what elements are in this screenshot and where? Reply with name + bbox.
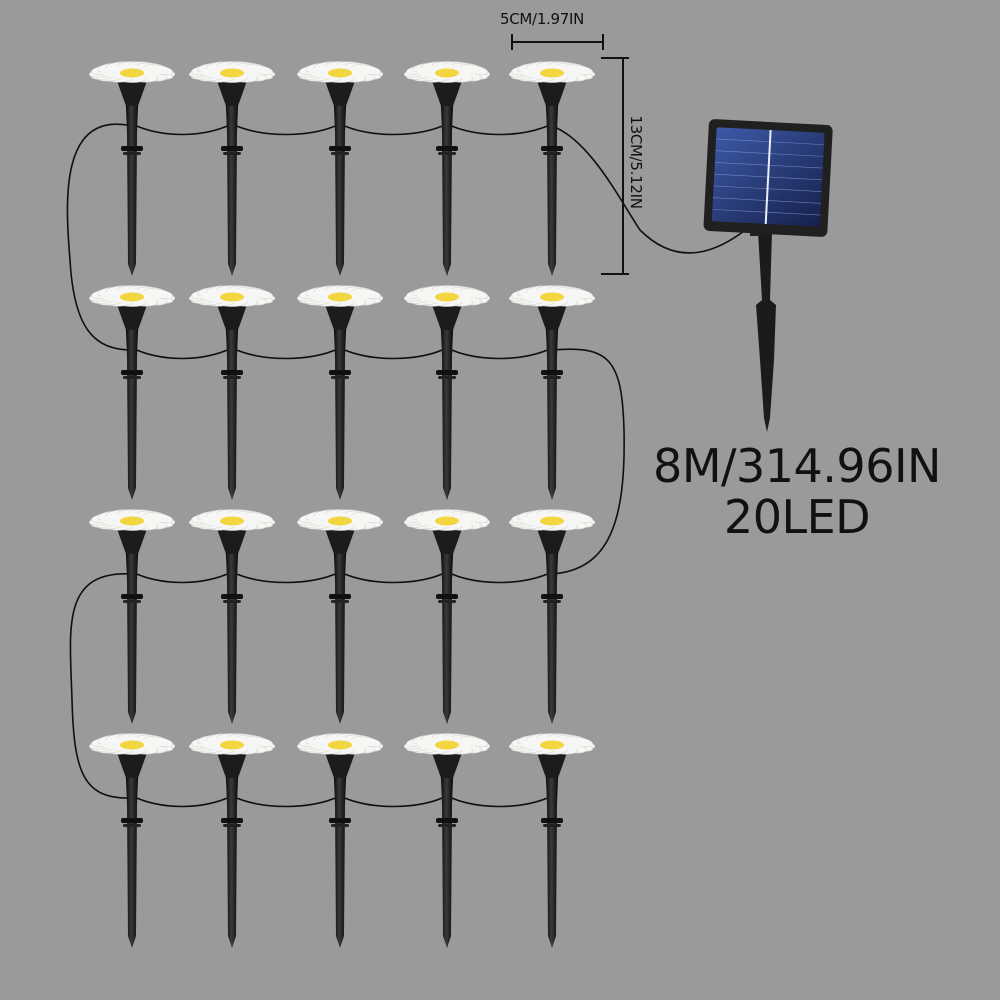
daisy-petals xyxy=(403,509,491,531)
daisy-petals xyxy=(88,61,176,83)
connecting-wire xyxy=(66,123,749,808)
wire-segment xyxy=(551,125,749,254)
daisy-stake-light-icon xyxy=(296,509,384,724)
wire-segment xyxy=(231,571,341,584)
wire-segment xyxy=(231,347,341,360)
solar-panel-icon xyxy=(703,119,833,237)
wire-segment xyxy=(131,571,233,584)
daisy-petals xyxy=(403,733,491,755)
daisy-petals xyxy=(188,61,276,83)
dimension-markers xyxy=(511,34,629,275)
daisy-stake-light-icon xyxy=(508,733,596,948)
daisy-petals xyxy=(296,733,384,755)
daisy-stake-light-icon xyxy=(403,733,491,948)
daisy-center xyxy=(435,68,459,78)
wire-segment xyxy=(131,123,233,136)
daisy-stake-light-icon xyxy=(296,285,384,500)
wire-segment xyxy=(339,795,448,808)
daisy-center xyxy=(220,292,244,302)
wire-segment xyxy=(131,347,233,360)
daisy-stake-light-icon xyxy=(88,509,176,724)
daisy-petals xyxy=(88,509,176,531)
width-dimension-label: 5CM/1.97IN xyxy=(500,10,585,28)
daisy-petals xyxy=(188,733,276,755)
wire-segment xyxy=(446,347,553,360)
wire-segment xyxy=(446,571,553,584)
daisy-petals xyxy=(88,285,176,307)
daisy-stake-light-icon xyxy=(188,285,276,500)
daisy-center xyxy=(540,292,564,302)
daisy-center xyxy=(220,740,244,750)
daisy-center xyxy=(328,68,352,78)
solar-stake xyxy=(756,232,776,432)
daisy-center xyxy=(220,68,244,78)
daisy-petals xyxy=(508,285,596,307)
height-dimension-label: 13CM/5.12IN xyxy=(627,115,645,209)
daisy-center xyxy=(540,740,564,750)
daisy-stake-light-icon xyxy=(88,285,176,500)
wire-segment xyxy=(231,123,341,136)
daisy-center xyxy=(120,68,144,78)
daisy-center xyxy=(435,516,459,526)
wire-segment xyxy=(231,795,341,808)
wire-segment xyxy=(446,795,553,808)
daisy-petals xyxy=(508,509,596,531)
daisy-petals xyxy=(508,733,596,755)
daisy-center xyxy=(435,292,459,302)
daisy-petals xyxy=(296,509,384,531)
wire-segment xyxy=(446,123,553,136)
daisy-petals xyxy=(188,285,276,307)
daisy-stake-light-icon xyxy=(508,285,596,500)
daisy-stake-light-icon xyxy=(188,61,276,276)
daisy-center xyxy=(328,516,352,526)
daisy-petals xyxy=(88,733,176,755)
daisy-center xyxy=(540,516,564,526)
wire-segment xyxy=(339,347,448,360)
daisy-stake-light-icon xyxy=(188,733,276,948)
daisy-stake-light-icon xyxy=(508,509,596,724)
daisy-stake-light-icon xyxy=(88,61,176,276)
wire-segment xyxy=(339,123,448,136)
daisy-petals xyxy=(188,509,276,531)
daisy-center xyxy=(540,68,564,78)
flower-grid xyxy=(88,61,596,948)
wire-segment xyxy=(69,573,133,799)
daisy-center xyxy=(220,516,244,526)
daisy-stake-light-icon xyxy=(403,61,491,276)
daisy-stake-light-icon xyxy=(296,61,384,276)
daisy-center xyxy=(120,516,144,526)
daisy-stake-light-icon xyxy=(403,509,491,724)
daisy-center xyxy=(328,740,352,750)
daisy-petals xyxy=(403,285,491,307)
daisy-petals xyxy=(296,285,384,307)
wire-segment xyxy=(131,795,233,808)
daisy-stake-light-icon xyxy=(403,285,491,500)
daisy-petals xyxy=(296,61,384,83)
wire-segment xyxy=(551,348,625,575)
led-count-label: 20LED xyxy=(723,490,871,544)
daisy-stake-light-icon xyxy=(188,509,276,724)
daisy-center xyxy=(120,292,144,302)
wire-segment xyxy=(339,571,448,584)
solar-panel xyxy=(703,119,833,432)
daisy-stake-light-icon xyxy=(296,733,384,948)
daisy-center xyxy=(120,740,144,750)
daisy-center xyxy=(328,292,352,302)
daisy-stake-light-icon xyxy=(508,61,596,276)
daisy-stake-light-icon xyxy=(88,733,176,948)
wire-segment xyxy=(66,123,133,351)
daisy-petals xyxy=(508,61,596,83)
total-length-label: 8M/314.96IN xyxy=(653,439,941,493)
daisy-petals xyxy=(403,61,491,83)
daisy-center xyxy=(435,740,459,750)
